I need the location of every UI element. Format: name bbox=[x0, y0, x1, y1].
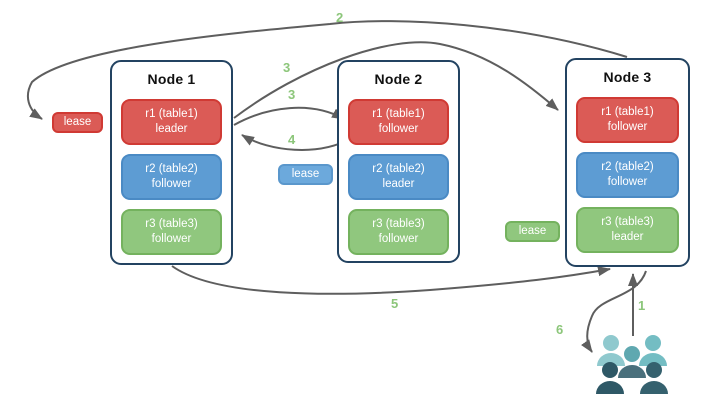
lease-badge-blue: lease bbox=[278, 164, 333, 185]
replica-name: r1 (table1) bbox=[372, 108, 425, 121]
person-front-left-icon bbox=[596, 362, 624, 394]
node2-replica-r3: r3 (table3) follower bbox=[348, 209, 449, 255]
replica-name: r2 (table2) bbox=[601, 161, 654, 174]
node-2-title: Node 2 bbox=[374, 71, 423, 87]
replica-role: follower bbox=[607, 176, 648, 188]
node1-replica-r2: r2 (table2) follower bbox=[121, 154, 222, 200]
replica-name: r3 (table3) bbox=[145, 218, 198, 231]
step-label-4: 4 bbox=[288, 132, 296, 147]
node3-replica-r2: r2 (table2) follower bbox=[576, 152, 679, 198]
replica-name: r2 (table2) bbox=[145, 163, 198, 176]
step-label-1: 1 bbox=[638, 298, 646, 313]
replica-name: r2 (table2) bbox=[372, 163, 425, 176]
replica-name: r3 (table3) bbox=[372, 218, 425, 231]
step-label-2: 2 bbox=[336, 10, 344, 25]
node-2-box: Node 2 r1 (table1) follower r2 (table2) … bbox=[337, 60, 460, 263]
node-3-box: Node 3 r1 (table1) follower r2 (table2) … bbox=[565, 58, 690, 267]
person-back-left-icon bbox=[597, 335, 625, 366]
arrow-step3-leader-to-node2-follower bbox=[233, 106, 345, 126]
node1-replica-r1: r1 (table1) leader bbox=[121, 99, 222, 145]
replica-role: leader bbox=[382, 178, 415, 190]
replica-name: r1 (table1) bbox=[145, 108, 198, 121]
person-front-right-icon bbox=[640, 362, 668, 394]
step-label-6: 6 bbox=[556, 322, 564, 337]
replica-role: follower bbox=[151, 178, 192, 190]
lease-badge-green: lease bbox=[505, 221, 560, 242]
node-1-title: Node 1 bbox=[147, 71, 196, 87]
node3-replica-r1: r1 (table1) follower bbox=[576, 97, 679, 143]
lease-badge-red: lease bbox=[52, 112, 103, 133]
step-label-3b: 3 bbox=[288, 87, 296, 102]
step-label-3a: 3 bbox=[283, 60, 291, 75]
step-label-5: 5 bbox=[391, 296, 399, 311]
replica-name: r1 (table1) bbox=[601, 106, 654, 119]
replica-role: follower bbox=[607, 121, 648, 133]
node1-replica-r3: r3 (table3) follower bbox=[121, 209, 222, 255]
replica-role: follower bbox=[151, 233, 192, 245]
node2-replica-r1: r1 (table1) follower bbox=[348, 99, 449, 145]
replica-name: r3 (table3) bbox=[601, 216, 654, 229]
person-back-right-icon bbox=[639, 335, 667, 366]
replica-role: leader bbox=[611, 231, 644, 243]
replica-role: leader bbox=[155, 123, 188, 135]
person-middle-icon bbox=[618, 346, 646, 378]
node2-replica-r2: r2 (table2) leader bbox=[348, 154, 449, 200]
arrow-step5-node1-to-node3 bbox=[171, 265, 611, 295]
node-1-box: Node 1 r1 (table1) leader r2 (table2) fo… bbox=[110, 60, 233, 265]
arrow-step4-node2-ack-to-leader bbox=[241, 134, 351, 151]
users-icon bbox=[596, 335, 668, 394]
replica-role: follower bbox=[378, 123, 419, 135]
node-3-title: Node 3 bbox=[603, 69, 652, 85]
node3-replica-r3: r3 (table3) leader bbox=[576, 207, 679, 253]
replica-role: follower bbox=[378, 233, 419, 245]
